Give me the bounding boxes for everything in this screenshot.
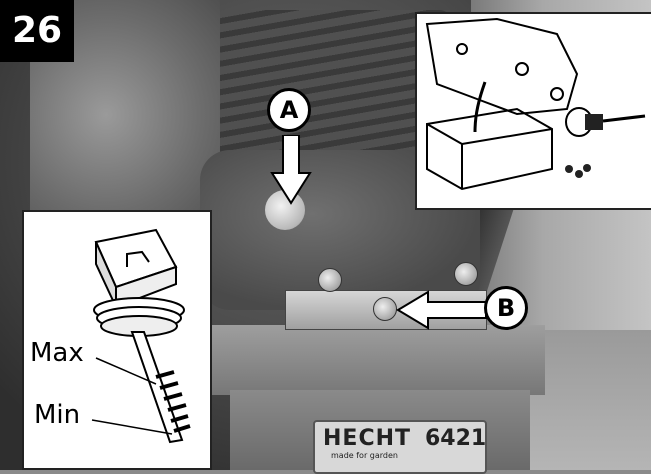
oil-fill-cap [265,190,305,230]
oil-drain-inset [415,12,651,210]
nameplate-tagline: made for garden [331,451,398,460]
left-arrow-icon [396,290,487,330]
oil-drain-illustration [425,17,646,191]
step-number-badge: 26 [0,0,74,62]
step-number: 26 [11,10,63,51]
mounting-bolt-right [454,262,478,286]
callout-a: A [267,88,311,132]
down-arrow-icon [270,135,312,205]
nameplate-brand: HECHT [323,426,412,451]
min-label: Min [34,400,81,430]
mounting-bolt-left [318,268,342,292]
base-plate [205,325,545,395]
max-label: Max [30,338,84,368]
hecht-nameplate: HECHT 6421 made for garden [313,420,487,474]
nameplate-model: 6421 [425,426,487,451]
drain-bolt [373,297,397,321]
dipstick-illustration [91,228,191,444]
callout-b: B [484,286,528,330]
dipstick-inset: Max Min [22,210,212,470]
